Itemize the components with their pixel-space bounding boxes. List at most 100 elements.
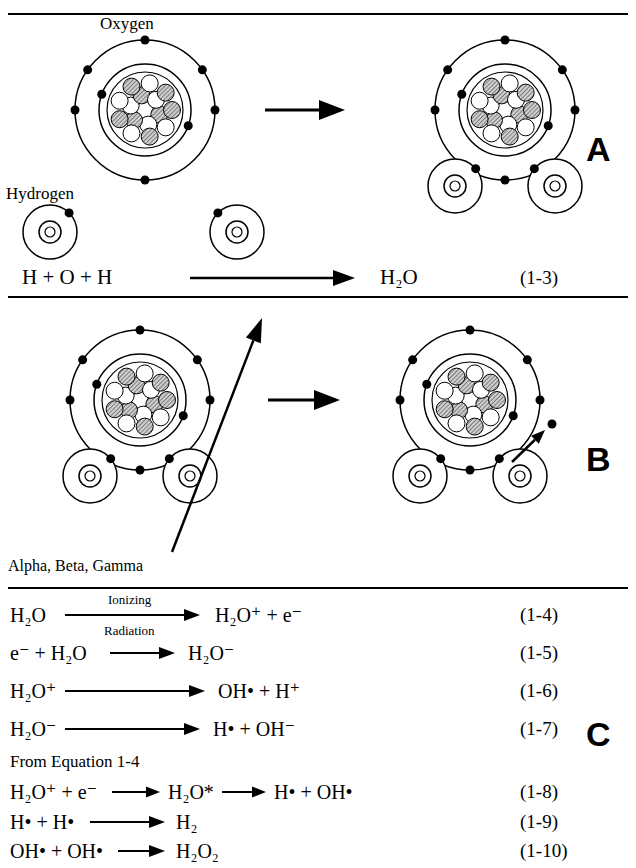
arrow-shaft xyxy=(190,277,333,280)
formula-term: H₂O⁺ xyxy=(10,680,56,702)
proton xyxy=(482,374,499,391)
formula-term: OH• + H⁺ xyxy=(218,680,300,702)
proton xyxy=(157,84,174,101)
arrow-shaft xyxy=(65,614,184,616)
hydrogen-nucleus xyxy=(39,221,61,243)
equation-number: (1-6) xyxy=(520,681,558,702)
arrow-shaft xyxy=(65,728,184,730)
formula-term: H₂O⁺ + e⁻ xyxy=(215,604,302,626)
neutron xyxy=(152,409,169,426)
reaction-arrow xyxy=(90,816,165,828)
electron xyxy=(213,208,222,217)
electron xyxy=(396,396,405,405)
neutron xyxy=(466,365,483,382)
formula-term: H• + OH⁻ xyxy=(213,718,295,740)
formula-term: H₂O* xyxy=(168,781,214,803)
electron xyxy=(66,396,75,405)
arrow-head xyxy=(531,430,545,444)
equation-number: (1-7) xyxy=(520,719,558,740)
proton xyxy=(524,102,541,119)
formula-term: H₂ xyxy=(176,811,197,833)
electron xyxy=(184,121,193,130)
neutron xyxy=(106,382,123,399)
proton xyxy=(123,78,140,95)
panel-divider xyxy=(8,587,628,589)
equation-number: (1-5) xyxy=(520,643,558,664)
electron xyxy=(165,454,174,463)
inner-shell xyxy=(94,354,186,446)
neutron xyxy=(118,415,135,432)
annotation-label: Alpha, Beta, Gamma xyxy=(8,557,143,575)
arrow-head xyxy=(189,685,205,697)
proton xyxy=(501,128,518,145)
hydrogen-atom xyxy=(428,159,482,213)
nucleus xyxy=(467,72,543,148)
electron xyxy=(501,36,510,45)
outer-shell xyxy=(75,40,215,180)
panel-letter: A xyxy=(586,131,611,168)
hydrogen-nucleus xyxy=(45,227,55,237)
nucleus xyxy=(102,362,178,438)
proton xyxy=(118,368,135,385)
hydrogen-nucleus xyxy=(185,471,195,481)
formula-term: H• + H• xyxy=(10,811,74,833)
electron xyxy=(83,65,92,74)
electron xyxy=(466,466,475,475)
arrow-head xyxy=(159,647,175,659)
proton xyxy=(111,111,128,128)
arrow-head xyxy=(252,787,266,798)
arrow-head xyxy=(184,723,200,735)
proton xyxy=(436,401,453,418)
proton xyxy=(152,374,169,391)
electron xyxy=(78,355,87,364)
reaction-arrow xyxy=(65,685,205,697)
arrow-shaft xyxy=(265,109,319,112)
reaction-arrow xyxy=(112,787,160,798)
electron xyxy=(408,355,417,364)
electron xyxy=(211,106,220,115)
arrow-shaft xyxy=(222,791,252,793)
inner-shell xyxy=(459,64,551,156)
hydrogen-nucleus xyxy=(509,465,531,487)
electron xyxy=(193,355,202,364)
formula-term: H₂O xyxy=(10,604,46,626)
neutron xyxy=(517,119,534,136)
hydrogen-shell xyxy=(428,159,482,213)
proton xyxy=(448,368,465,385)
electron xyxy=(548,420,557,429)
electron xyxy=(141,36,150,45)
electron xyxy=(106,454,115,463)
arrow-shaft xyxy=(65,690,189,692)
arrow-shaft xyxy=(512,440,535,462)
reaction-arrow xyxy=(110,647,175,659)
arrow-shaft xyxy=(118,850,149,852)
formula-term: H₂O xyxy=(380,266,418,289)
electron xyxy=(509,411,518,420)
nucleus xyxy=(107,72,183,148)
reaction-arrow xyxy=(265,100,345,120)
proton xyxy=(159,392,176,409)
electron xyxy=(136,326,145,335)
hydrogen-shell xyxy=(528,159,582,213)
neutron xyxy=(141,75,158,92)
panel-divider xyxy=(8,296,628,298)
neutron xyxy=(501,75,518,92)
reaction-arrow xyxy=(268,390,340,410)
formula-term: H• + OH• xyxy=(274,781,353,803)
formula-term: H + O + H xyxy=(22,266,112,289)
formula-term: OH• + OH• xyxy=(10,840,103,862)
neutron xyxy=(436,382,453,399)
hydrogen-shell xyxy=(23,205,77,259)
hydrogen-nucleus xyxy=(415,471,425,481)
hydrogen-nucleus xyxy=(232,227,242,237)
electron xyxy=(198,65,207,74)
formula-term: H₂O₂ xyxy=(176,840,219,862)
equation-number: (1-3) xyxy=(520,268,558,289)
ejected-electron-path xyxy=(512,430,545,462)
proton xyxy=(106,401,123,418)
hydrogen-atom xyxy=(393,449,447,503)
annotation-label: From Equation 1-4 xyxy=(10,753,139,772)
electron xyxy=(457,90,466,99)
inner-shell xyxy=(99,64,191,156)
hydrogen-atom xyxy=(493,449,547,503)
